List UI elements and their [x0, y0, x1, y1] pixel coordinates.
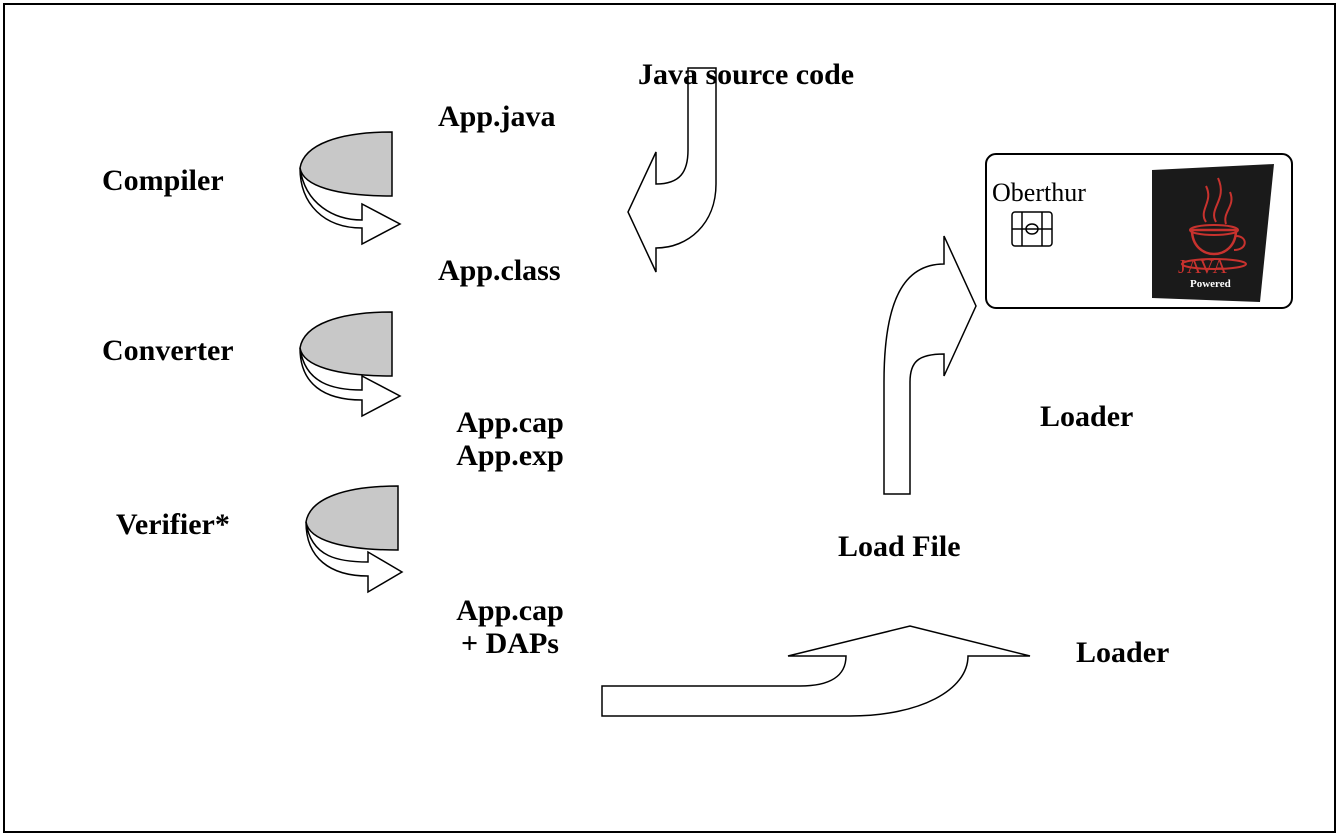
app-cap-label: App.cap [456, 406, 564, 439]
java-logo [1152, 164, 1274, 302]
java-powered-label: Powered [1190, 278, 1231, 290]
converter-arrow [299, 311, 402, 418]
loader-upper-label: Loader [1040, 400, 1134, 433]
java-wordmark: JAVA [1178, 256, 1228, 278]
verifier-label: Verifier* [116, 508, 230, 541]
app-class-label: App.class [438, 254, 561, 287]
daps-label: + DAPs [461, 627, 559, 660]
source-down-arrow [627, 67, 717, 273]
load-up-arrow [883, 235, 977, 495]
compiler-arrow [299, 131, 402, 246]
source-code-label: Java source code [638, 58, 855, 91]
verifier-arrow [305, 485, 404, 594]
app-exp-label: App.exp [456, 439, 564, 472]
app-cap-daps-block: App.cap + DAPs [440, 594, 580, 660]
app-cap-exp-block: App.cap App.exp [440, 406, 580, 472]
smart-card [985, 153, 1293, 309]
loader-arrow [601, 625, 1031, 717]
compiler-label: Compiler [102, 164, 224, 197]
card-brand-label: Oberthur [992, 178, 1086, 207]
app-java-label: App.java [438, 100, 556, 133]
app-cap2-label: App.cap [456, 594, 564, 627]
load-file-label: Load File [838, 530, 961, 563]
chip-icon [1011, 211, 1053, 247]
loader-lower-label: Loader [1076, 636, 1170, 669]
converter-label: Converter [102, 334, 234, 367]
